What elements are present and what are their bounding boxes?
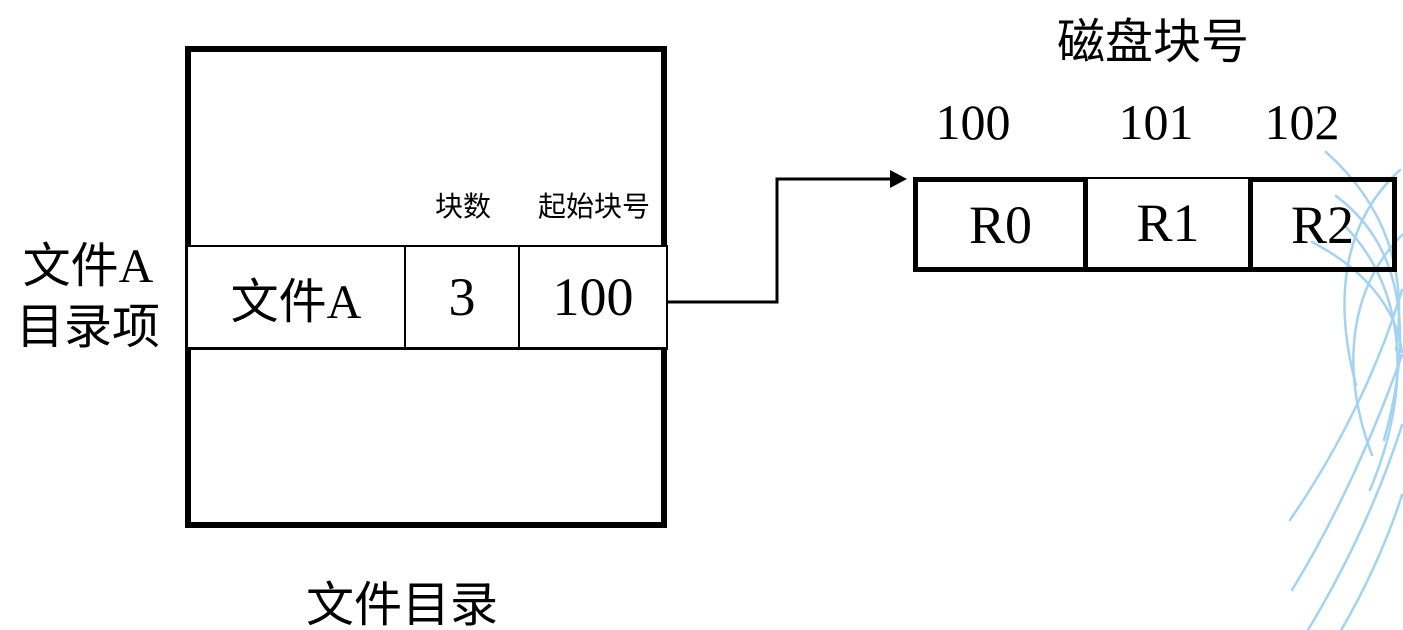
disk-block-title: 磁盘块号 <box>1056 16 1249 69</box>
disk-block-number-100: 100 <box>935 94 1011 150</box>
disk-block-r0: R0 <box>913 177 1088 272</box>
side-label-line2: 目录项 <box>15 301 160 354</box>
disk-block-number-101: 101 <box>1118 94 1194 150</box>
arrowhead-icon <box>890 170 907 188</box>
directory-entry-side-label: 文件A 目录项 <box>0 236 176 358</box>
directory-entry-row: 文件A 3 100 <box>188 245 668 350</box>
disk-block-r2: R2 <box>1248 177 1397 272</box>
column-header-block-count: 块数 <box>434 192 491 223</box>
start-block-cell: 100 <box>552 267 634 327</box>
column-header-start-block: 起始块号 <box>537 192 650 223</box>
disk-block-r1: R1 <box>1088 177 1248 272</box>
file-name-cell: 文件A <box>188 247 406 347</box>
disk-block-number-102: 102 <box>1264 94 1340 150</box>
side-label-line1: 文件A <box>22 240 154 293</box>
file-directory-caption: 文件目录 <box>305 579 498 630</box>
pointer-arrow <box>650 170 907 304</box>
block-count-cell: 3 <box>406 247 520 347</box>
